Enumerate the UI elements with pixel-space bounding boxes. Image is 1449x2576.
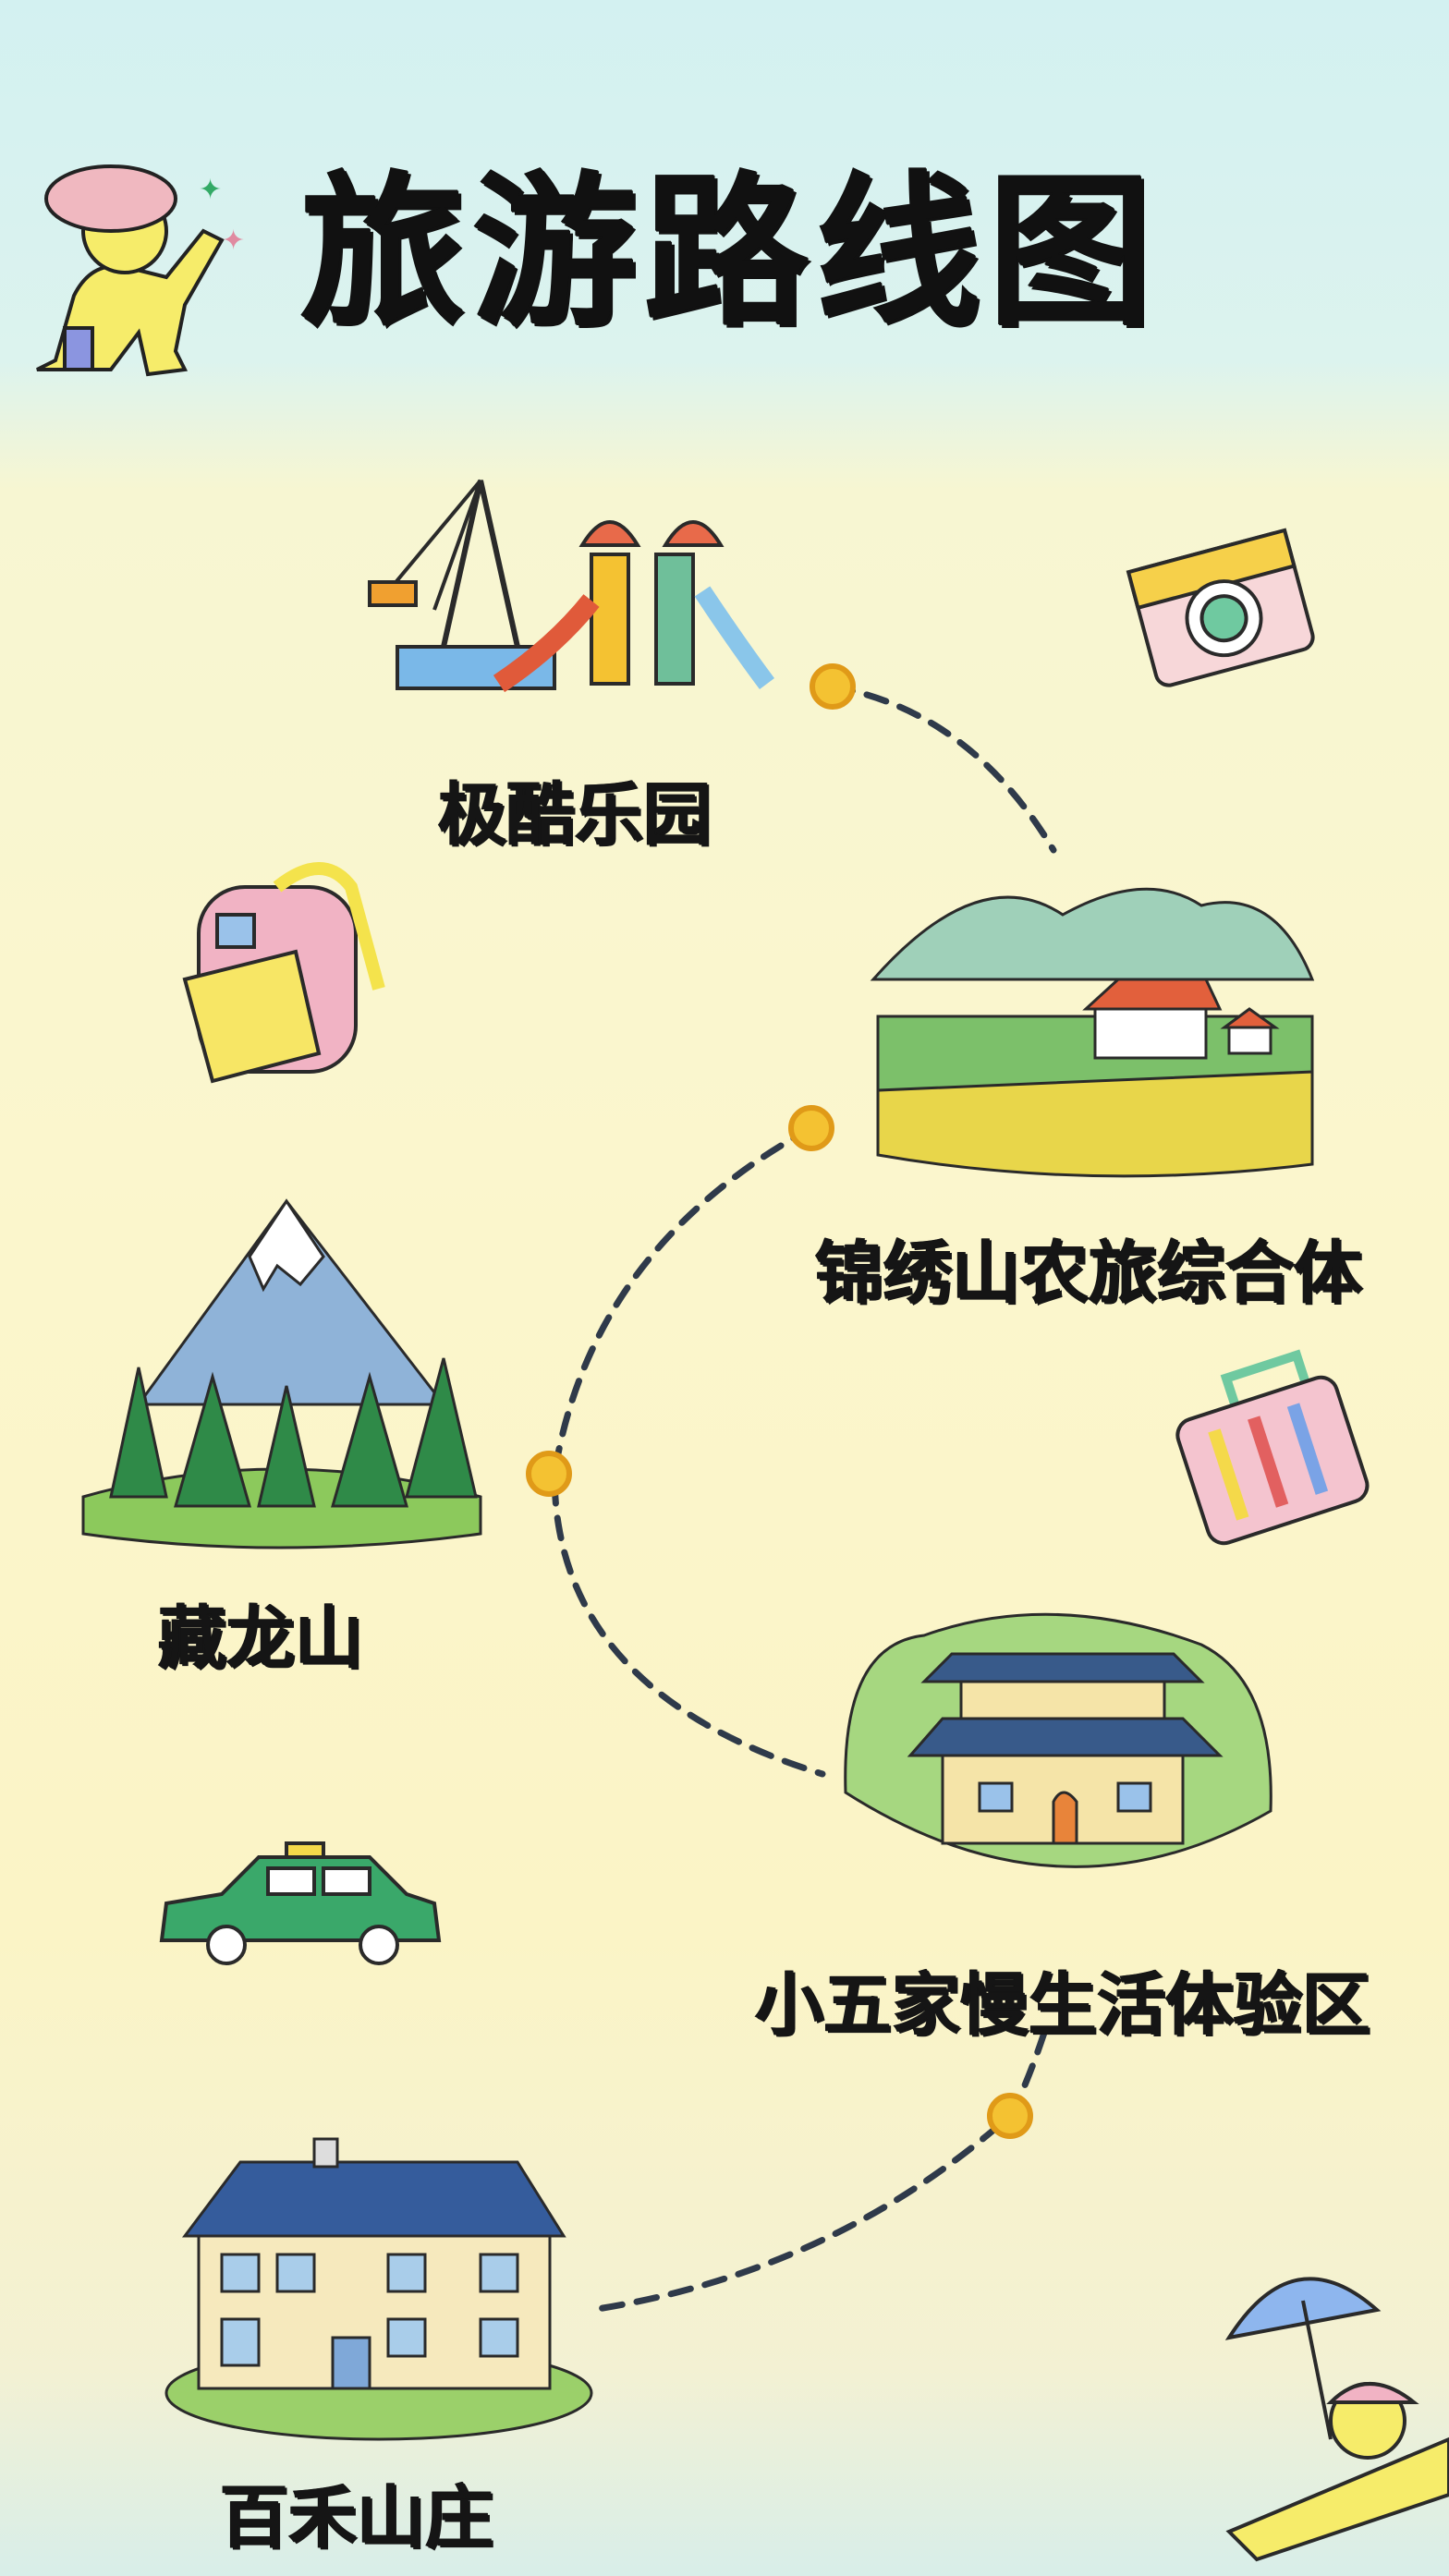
svg-text:✦: ✦ bbox=[222, 225, 245, 257]
stop-label-slow-life-area[interactable]: 小五家慢生活体验区 bbox=[755, 1965, 1370, 2045]
route-dots bbox=[526, 663, 1033, 2139]
route-dot bbox=[526, 1451, 572, 1497]
stop-label-amusement-park[interactable]: 极酷乐园 bbox=[438, 775, 712, 855]
route-path bbox=[551, 683, 1057, 2314]
stop-label-canglong-mountain[interactable]: 藏龙山 bbox=[158, 1598, 363, 1678]
suitcase-icon bbox=[1175, 1349, 1370, 1546]
route-dot bbox=[810, 663, 856, 710]
villa-icon bbox=[164, 2137, 593, 2441]
route-dot bbox=[788, 1105, 834, 1151]
temple-icon bbox=[844, 1612, 1272, 1868]
traveler-icon: ✦ ✦ bbox=[36, 164, 245, 377]
page-title: 旅游路线图 bbox=[300, 157, 1160, 348]
camera-icon bbox=[1126, 528, 1315, 687]
beach-umbrella-icon bbox=[1224, 2277, 1449, 2562]
farm-icon bbox=[870, 887, 1315, 1178]
amusement-park-icon bbox=[368, 479, 775, 693]
svg-text:✦: ✦ bbox=[199, 174, 222, 206]
backpack-icon bbox=[182, 862, 385, 1084]
snow-mountain-icon bbox=[81, 1198, 482, 1549]
taxi-icon bbox=[159, 1841, 442, 1965]
stop-label-baihe-villa[interactable]: 百禾山庄 bbox=[220, 2478, 493, 2558]
stop-label-farm-complex[interactable]: 锦绣山农旅综合体 bbox=[815, 1233, 1362, 1313]
route-dot bbox=[987, 2093, 1033, 2139]
